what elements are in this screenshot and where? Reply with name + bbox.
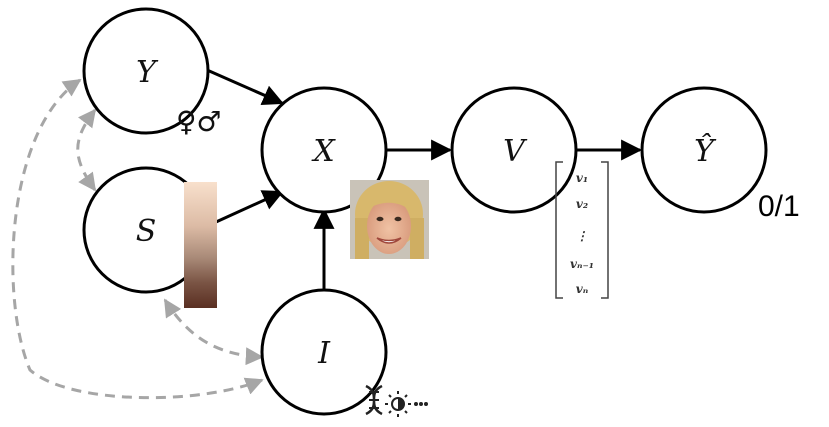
dashed-edge-s-i (163, 298, 264, 366)
vector-entry-vn: vₙ (576, 282, 589, 296)
skin-tone-gradient-icon (184, 182, 217, 308)
vector-bracket-right (601, 161, 609, 299)
node-s[interactable]: S (82, 166, 210, 294)
vector-entry-vdots: ⋮ (576, 229, 588, 243)
vector-entry-v1: v₁ (576, 171, 588, 185)
dashed-edge-y-i (11, 78, 264, 400)
dashed-edge-y-s (76, 108, 97, 192)
ellipsis-icon (414, 402, 428, 406)
node-y-label: Y (136, 55, 159, 90)
node-v[interactable]: V (450, 86, 578, 214)
node-i[interactable]: I (260, 288, 388, 416)
gender-symbols-icon: ♀♂ (176, 105, 222, 138)
node-i-label: I (317, 336, 331, 371)
node-y-hat-label: Ŷ (694, 133, 717, 169)
edge-s-to-x (215, 190, 284, 224)
outcome-label: 0/1 (758, 190, 800, 223)
dna-icon (365, 384, 383, 416)
vector-entry-v2: v₂ (576, 197, 588, 211)
face-photo-icon (350, 180, 429, 259)
node-s-label: S (136, 214, 157, 249)
node-y[interactable]: Y (82, 7, 210, 135)
vector-bracket-left (555, 161, 563, 299)
sun-icon (385, 391, 411, 417)
edge-y-to-x (206, 68, 284, 105)
feature-vector: v₁ v₂ ⋮ vₙ₋₁ vₙ (555, 161, 609, 299)
node-x-label: X (311, 134, 336, 169)
node-v-label: V (503, 134, 528, 169)
node-y-hat[interactable]: Ŷ (640, 86, 768, 214)
vector-entry-vn-1: vₙ₋₁ (570, 257, 594, 271)
